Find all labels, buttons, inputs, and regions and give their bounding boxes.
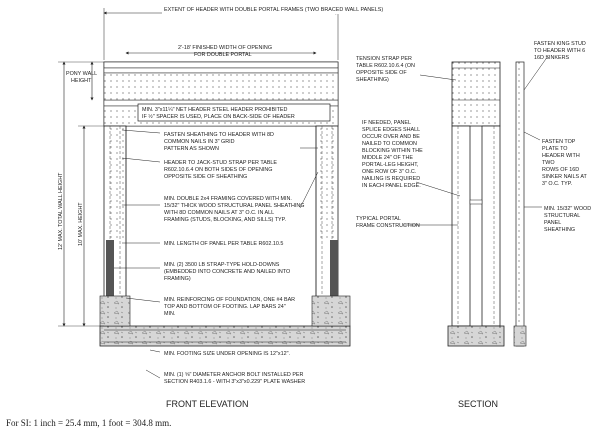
header-height-label: 10' MAX. HEIGHT <box>78 202 84 246</box>
tension-strap-line-2: TABLE R602.10.6.4 (ON <box>356 63 415 69</box>
jack-stud-strap-line-2: R602.10.6.4 ON BOTH SIDES OF OPENING <box>164 167 272 173</box>
fasten-king-line-2: TO HEADER WITH 6 <box>534 48 585 54</box>
right-hold-down <box>330 240 338 310</box>
finished-width-label-2: FOR DOUBLE PORTAL <box>194 52 252 58</box>
fasten-sheathing-line-3: PATTERN AS SHOWN <box>164 146 219 152</box>
fasten-king-line-3: 16D SINKERS <box>534 55 569 61</box>
anchor-bolt-line-2: SECTION R403.1.6 - WITH 3"x3"x0.229" PLA… <box>164 379 305 385</box>
hold-downs-line-3: FRAMING) <box>164 276 191 282</box>
pony-wall-label-2: HEIGHT <box>71 78 92 84</box>
header-note-box <box>137 103 331 122</box>
splice-line-1: IF NEEDED, PANEL <box>362 120 411 126</box>
jack-stud-strap-line-1: HEADER TO JACK-STUD STRAP PER TABLE <box>164 160 277 166</box>
fasten-top-line-2: PLATE TO <box>542 146 567 152</box>
anchor-bolt-line-1: MIN. (1) ⅝" DIAMETER ANCHOR BOLT INSTALL… <box>164 372 304 378</box>
splice-line-8: ONE ROW OF 3" O.C. <box>362 169 416 175</box>
reinforcing-line-1: MIN. REINFORCING OF FOUNDATION, ONE #4 B… <box>164 297 295 303</box>
fasten-sheathing-line-2: COMMON NAILS IN 3" GRID <box>164 139 235 145</box>
fasten-top-line-6: SINKER NAILS AT <box>542 174 588 180</box>
double-framing-line-4: FRAMING (STUDS, BLOCKING, AND SILLS) TYP… <box>164 217 286 223</box>
header-note-line-1: MIN. 3"x11¼" NET HEADER STEEL HEADER PRO… <box>142 107 288 113</box>
splice-line-6: MIDDLE 24" OF THE <box>362 155 413 161</box>
total-height-label: 12' MAX. TOTAL WALL HEIGHT <box>58 172 64 250</box>
typical-portal-line-1: TYPICAL PORTAL <box>356 216 401 222</box>
fasten-top-line-3: HEADER WITH <box>542 153 580 159</box>
tension-strap-line-1: TENSION STRAP PER <box>356 56 412 62</box>
hold-downs-line-1: MIN. (2) 3500 LB STRAP-TYPE HOLD-DOWNS <box>164 262 280 268</box>
tension-strap-line-3: OPPOSITE SIDE OF <box>356 70 407 76</box>
left-hold-down <box>106 240 114 310</box>
fasten-top-line-7: 3" O.C. TYP. <box>542 181 572 187</box>
min-sheathing-line-3: PANEL <box>544 220 561 226</box>
fasten-top-line-4: TWO <box>542 160 555 166</box>
splice-line-9: NAILING IS REQUIRED <box>362 176 420 182</box>
splice-line-10: IN EACH PANEL EDGE. <box>362 183 421 189</box>
typical-portal-line-2: FRAME CONSTRUCTION <box>356 223 420 229</box>
fasten-top-line-5: ROWS OF 16D <box>542 167 579 173</box>
header-note-line-2: IF ½" SPACER IS USED, PLACE ON BACK-SIDE… <box>142 113 295 120</box>
splice-line-7: PORTAL-LEG HEIGHT, <box>362 162 419 168</box>
double-framing-line-1: MIN. DOUBLE 2x4 FRAMING COVERED WITH MIN… <box>164 196 292 202</box>
splice-line-5: BLOCKING WITHIN THE <box>362 148 423 154</box>
fasten-sheathing-line-1: FASTEN SHEATHING TO HEADER WITH 8D <box>164 132 274 138</box>
splice-line-3: OCCUR OVER AND BE <box>362 134 420 140</box>
min-sheathing-line-2: STRUCTURAL <box>544 213 580 219</box>
footing-size-label: MIN. FOOTING SIZE UNDER OPENING IS 12"x1… <box>164 351 290 357</box>
fasten-king-line-1: FASTEN KING STUD <box>534 41 586 47</box>
section-foundation <box>447 325 505 347</box>
splice-line-4: NAILED TO COMMON <box>362 141 417 147</box>
double-framing-line-2: 15/32" THICK WOOD STRUCTURAL PANEL SHEAT… <box>164 203 305 209</box>
panel-length-label: MIN. LENGTH OF PANEL PER TABLE R602.10.5 <box>164 241 283 247</box>
section-leg-left <box>451 125 471 327</box>
reinforcing-line-3: MIN. <box>164 311 175 317</box>
section-title: SECTION <box>458 399 498 409</box>
finished-width-label-1: 2'-18' FINISHED WIDTH OF OPENING <box>178 45 272 51</box>
si-footnote: For SI: 1 inch = 25.4 mm, 1 foot = 304.8… <box>6 418 172 428</box>
min-sheathing-line-4: SHEATHING <box>544 227 575 233</box>
min-sheathing-line-1: MIN. 15/32" WOOD <box>544 206 591 212</box>
extent-label: EXTENT OF HEADER WITH DOUBLE PORTAL FRAM… <box>164 7 383 13</box>
foundation <box>99 325 351 347</box>
narrow-section-strip <box>515 61 525 347</box>
splice-line-2: SPLICE EDGES SHALL <box>362 127 420 133</box>
fasten-top-line-1: FASTEN TOP <box>542 139 576 145</box>
reinforcing-line-2: TOP AND BOTTOM OF FOOTING. LAP BARS 24" <box>164 304 286 310</box>
jack-stud-strap-line-3: OPPOSITE SIDE OF SHEATHING <box>164 174 247 180</box>
hold-downs-line-2: (EMBEDDED INTO CONCRETE AND NAILED INTO <box>164 269 290 275</box>
section-header <box>451 61 501 127</box>
tension-strap-line-4: SHEATHING) <box>356 77 389 83</box>
double-framing-line-3: WITH 8D COMMON NAILS AT 3" O.C. IN ALL <box>164 210 274 216</box>
front-elevation-title: FRONT ELEVATION <box>166 399 249 409</box>
pony-wall-label-1: PONY WALL <box>66 71 97 77</box>
section-leg-right <box>481 125 501 327</box>
